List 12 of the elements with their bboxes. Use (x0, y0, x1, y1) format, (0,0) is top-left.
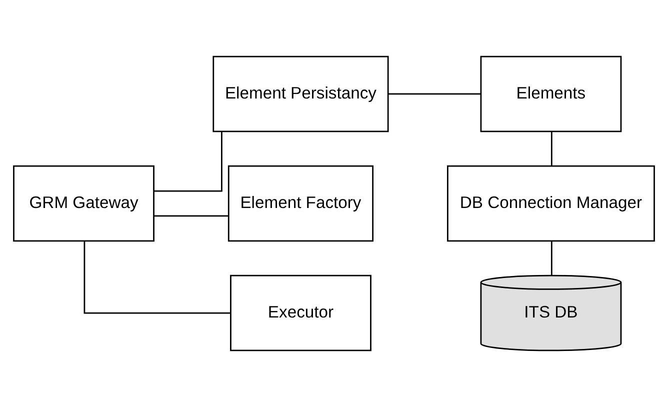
node-box: Executor (230, 274, 372, 352)
connector (550, 241, 552, 276)
connector (550, 132, 552, 166)
node-box: DB Connection Manager (446, 165, 655, 242)
node-box: GRM Gateway (13, 165, 154, 242)
node-box: Element Persistancy (212, 56, 389, 132)
node-box: Element Factory (228, 165, 374, 242)
connector (84, 241, 230, 314)
connector (154, 215, 228, 217)
node-box: Elements (480, 56, 622, 132)
connector (388, 93, 481, 95)
connector (154, 132, 222, 192)
